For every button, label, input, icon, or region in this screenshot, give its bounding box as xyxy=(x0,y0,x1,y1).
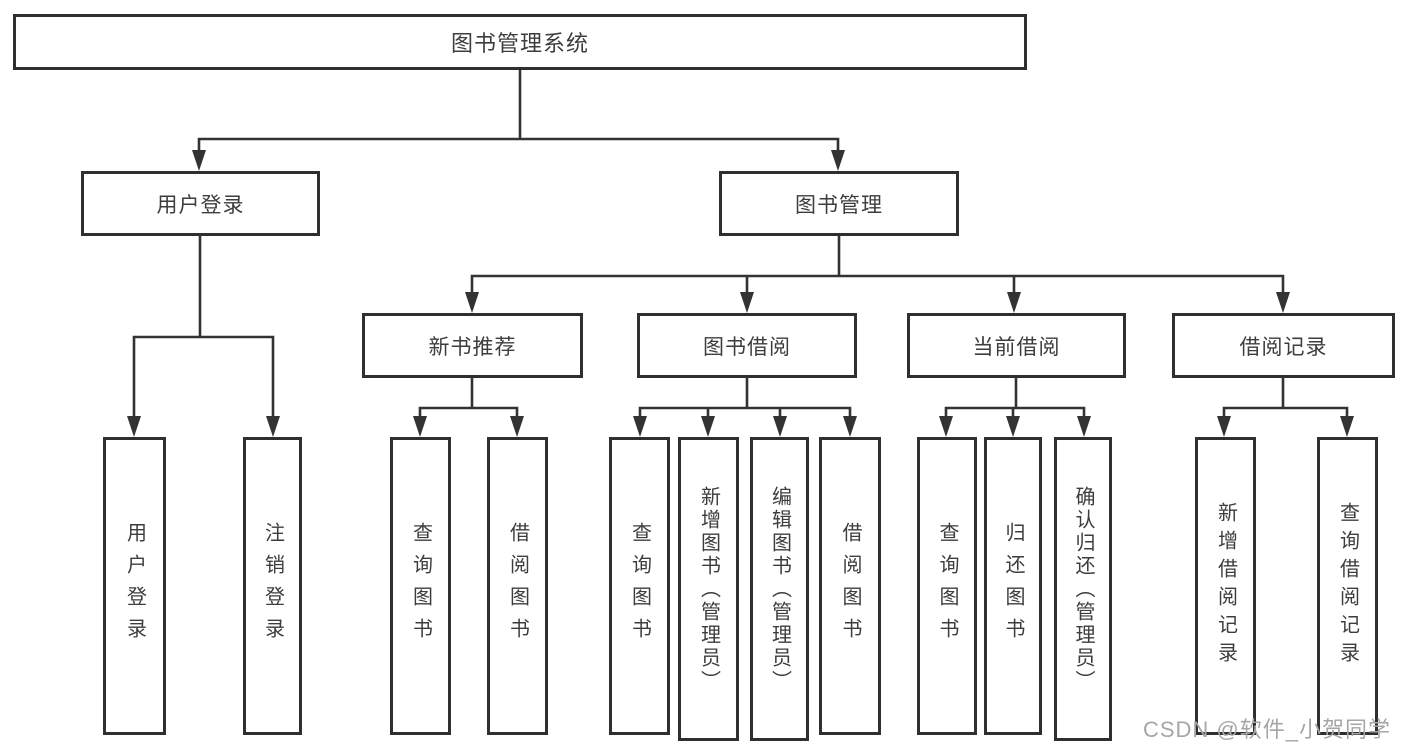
node-current-borrow-label: 当前借阅 xyxy=(972,335,1061,359)
leaf-logout-login: 注销登录 xyxy=(243,437,302,735)
leaf-recommend-query-book: 查询图书 xyxy=(390,437,451,735)
node-borrow-record: 借阅记录 xyxy=(1172,313,1395,378)
leaf-add-book-admin: 新增图书（管理员） xyxy=(678,437,739,741)
node-book-management: 图书管理 xyxy=(719,171,959,236)
leaf-return-book-label: 归还图书 xyxy=(1002,522,1024,650)
csdn-watermark: CSDN @软件_小贺同学 xyxy=(1142,717,1391,742)
connector-user-login-children xyxy=(127,236,280,437)
node-borrow-record-label: 借阅记录 xyxy=(1239,335,1328,359)
connector-root-to-level2 xyxy=(192,70,845,171)
leaf-edit-book-admin: 编辑图书（管理员） xyxy=(750,437,809,741)
node-new-book-recommend-label: 新书推荐 xyxy=(428,335,517,359)
leaf-confirm-return-admin-label: 确认归还（管理员） xyxy=(1072,485,1094,693)
node-user-login: 用户登录 xyxy=(81,171,320,236)
node-book-borrow-label: 图书借阅 xyxy=(703,335,791,359)
leaf-edit-book-admin-label: 编辑图书（管理员） xyxy=(768,485,791,693)
node-book-borrow: 图书借阅 xyxy=(637,313,857,378)
node-new-book-recommend: 新书推荐 xyxy=(362,313,583,378)
leaf-borrow-query-book-label: 查询图书 xyxy=(628,522,651,650)
node-book-management-label: 图书管理 xyxy=(795,193,883,217)
connector-book-borrow-children xyxy=(633,378,857,437)
leaf-recommend-query-book-label: 查询图书 xyxy=(409,522,432,650)
leaf-add-borrow-record-label: 新增借阅记录 xyxy=(1214,502,1237,670)
connector-book-management-children xyxy=(465,236,1290,313)
leaf-confirm-return-admin: 确认归还（管理员） xyxy=(1054,437,1112,741)
leaf-add-borrow-record: 新增借阅记录 xyxy=(1195,437,1256,735)
node-current-borrow: 当前借阅 xyxy=(907,313,1126,378)
leaf-query-borrow-record: 查询借阅记录 xyxy=(1317,437,1378,735)
leaf-return-book: 归还图书 xyxy=(984,437,1042,735)
leaf-user-login: 用户登录 xyxy=(103,437,166,735)
leaf-recommend-borrow-book: 借阅图书 xyxy=(487,437,548,735)
leaf-add-book-admin-label: 新增图书（管理员） xyxy=(697,485,720,693)
leaf-borrow-query-book: 查询图书 xyxy=(609,437,670,735)
connector-current-borrow-children xyxy=(939,378,1091,437)
connector-new-book-recommend-children xyxy=(413,378,524,437)
node-root-system: 图书管理系统 xyxy=(13,14,1027,70)
connector-borrow-record-children xyxy=(1217,378,1354,437)
leaf-user-login-label: 用户登录 xyxy=(123,522,146,650)
leaf-query-borrow-record-label: 查询借阅记录 xyxy=(1336,502,1359,670)
leaf-borrow-borrow-book: 借阅图书 xyxy=(819,437,881,735)
leaf-current-query-book: 查询图书 xyxy=(917,437,977,735)
leaf-borrow-borrow-book-label: 借阅图书 xyxy=(839,522,861,650)
node-root-system-label: 图书管理系统 xyxy=(450,31,589,56)
node-user-login-label: 用户登录 xyxy=(156,193,245,217)
leaf-current-query-book-label: 查询图书 xyxy=(936,522,958,650)
leaf-logout-login-label: 注销登录 xyxy=(261,522,284,650)
leaf-recommend-borrow-book-label: 借阅图书 xyxy=(506,522,529,650)
